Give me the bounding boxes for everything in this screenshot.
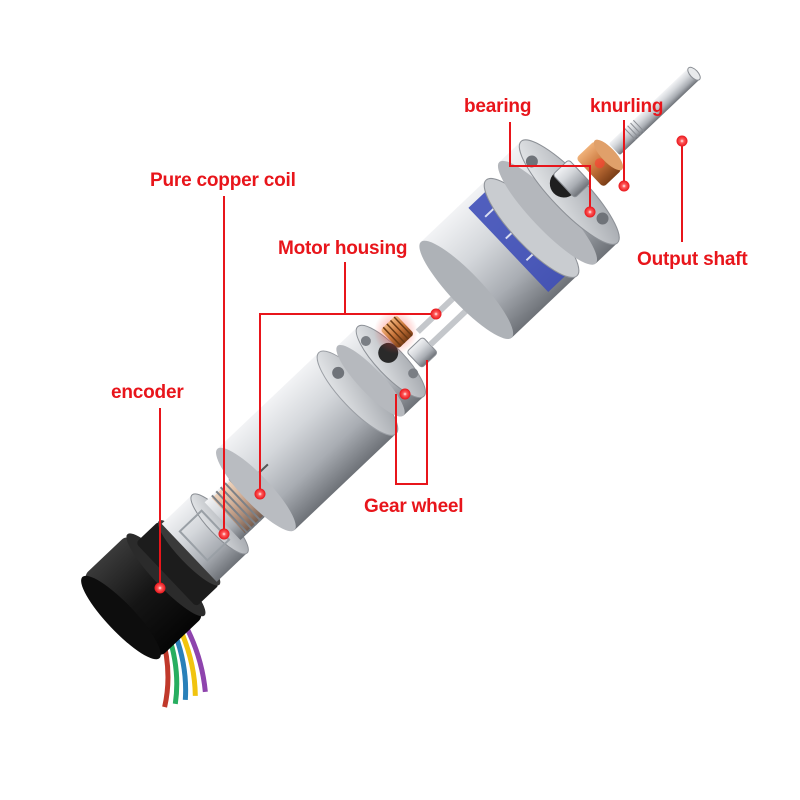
motor-can [216,350,399,532]
label-bearing: bearing [464,96,532,117]
red-dot-icon [218,528,230,540]
red-dot-icon [430,308,442,320]
leader-motor-housing [259,262,346,494]
label-pure-copper-coil: Pure copper coil [150,170,296,191]
label-encoder: encoder [111,382,184,403]
red-dot-icon [618,180,630,192]
gearbox-housing [419,177,580,340]
red-dot-icon [399,388,411,400]
red-dot-icon [676,135,688,147]
output-flange [497,139,620,265]
label-gear-wheel: Gear wheel [364,496,464,517]
red-dot-icon [584,206,596,218]
motor-assembly [81,66,701,708]
leader-bearing [509,122,591,210]
callout-lines [159,120,683,586]
label-motor-housing: Motor housing [278,238,408,259]
red-dot-icon [154,582,166,594]
callout-dots [154,135,688,594]
label-knurling: knurling [590,96,664,117]
gear-wheels [373,288,476,368]
output-shaft-part [609,66,701,155]
red-dot-icon [254,488,266,500]
bearing-part [577,139,624,186]
leader-gear-wheel [395,360,428,485]
label-output-shaft: Output shaft [637,249,748,270]
